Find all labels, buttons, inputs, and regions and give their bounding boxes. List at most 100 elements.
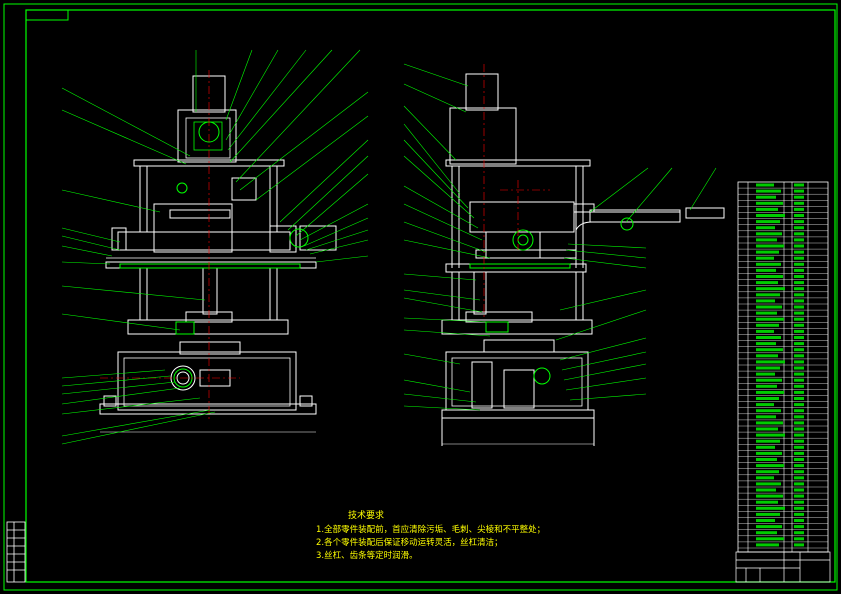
parts-list-material-cell — [794, 354, 804, 358]
parts-list-material-cell — [794, 262, 804, 266]
parts-list-material-cell — [794, 207, 804, 211]
parts-list-name-cell — [756, 250, 779, 254]
parts-list-material-cell — [794, 183, 804, 187]
parts-list-name-cell — [756, 543, 779, 547]
margin-stamp-box — [6, 521, 26, 583]
parts-list-name-cell — [756, 305, 782, 309]
parts-list-name-cell — [756, 201, 783, 205]
parts-list-name-cell — [756, 287, 785, 291]
parts-list-name-cell — [756, 451, 782, 455]
parts-list-material-cell — [794, 525, 804, 529]
parts-list-name-cell — [756, 506, 785, 510]
front-view-centerlines — [100, 70, 240, 420]
parts-list-material-cell — [794, 250, 804, 254]
parts-list-material-cell — [794, 415, 804, 419]
parts-list-material-cell — [794, 195, 804, 199]
parts-list-name-cell — [756, 525, 782, 529]
parts-list-name-cell — [756, 500, 778, 504]
parts-list-name-cell — [756, 207, 778, 211]
parts-list-name-cell — [756, 195, 776, 199]
parts-list-name-cell — [756, 293, 780, 297]
side-view-leaders — [403, 63, 717, 411]
parts-list-name-cell — [756, 354, 778, 358]
parts-list-name-cell — [756, 275, 783, 278]
parts-list-name-cell — [756, 372, 775, 376]
parts-list-material-cell — [794, 256, 804, 260]
side-view-green-details — [469, 217, 634, 385]
parts-list-name-cell — [756, 366, 780, 370]
parts-list-material-cell — [794, 476, 804, 480]
parts-list-name-cell — [756, 317, 784, 321]
parts-list-material-cell — [794, 421, 804, 425]
parts-list-name-cell — [756, 409, 781, 413]
drawing-frame — [3, 3, 838, 591]
parts-list-name-cell — [756, 537, 784, 541]
parts-list-material-cell — [794, 323, 804, 327]
parts-list-material-cell — [794, 531, 804, 535]
parts-list-material-cell — [794, 214, 804, 217]
parts-list-name-cell — [756, 360, 785, 364]
parts-list-material-cell — [794, 519, 804, 522]
parts-list-material-cell — [794, 220, 804, 224]
parts-list-name-cell — [756, 262, 781, 266]
parts-list-material-cell — [794, 439, 804, 443]
parts-list-material-cell — [794, 336, 804, 339]
parts-list-material-cell — [794, 433, 804, 437]
parts-list-name-cell — [756, 281, 778, 285]
parts-list-name-cell — [756, 183, 774, 187]
parts-list-material-cell — [794, 348, 804, 352]
parts-list-name-cell — [756, 482, 781, 486]
front-view-leaders — [61, 49, 369, 445]
parts-list-name-cell — [756, 421, 783, 425]
parts-list-name-cell — [756, 214, 785, 217]
parts-list-name-cell — [756, 238, 777, 242]
parts-list-name-cell — [756, 342, 776, 346]
parts-list-material-cell — [794, 482, 804, 486]
parts-list-name-cell — [756, 311, 777, 315]
parts-list-material-cell — [794, 311, 804, 315]
parts-list-material-cell — [794, 512, 804, 516]
parts-list-name-cell — [756, 323, 779, 327]
parts-list-material-cell — [794, 390, 804, 394]
parts-list-material-cell — [794, 232, 804, 236]
side-view — [441, 73, 725, 446]
parts-list-material-cell — [794, 293, 804, 297]
technical-requirements-title: 技术要求 — [348, 511, 385, 521]
parts-list-material-cell — [794, 226, 804, 230]
parts-list-name-cell — [756, 244, 784, 248]
front-view — [99, 75, 337, 433]
parts-list-name-cell — [756, 470, 779, 474]
parts-list-material-cell — [794, 458, 804, 461]
parts-list-material-cell — [794, 543, 804, 547]
parts-list-name-cell — [756, 268, 776, 272]
parts-list-material-cell — [794, 244, 804, 248]
parts-list-material-cell — [794, 189, 804, 193]
parts-list-material-cell — [794, 470, 804, 474]
parts-list-material-cell — [794, 268, 804, 272]
parts-list-name-cell — [756, 348, 783, 352]
parts-list-table — [737, 181, 829, 553]
parts-list-name-cell — [756, 476, 774, 480]
parts-list-name-cell — [756, 378, 782, 382]
parts-list-material-cell — [794, 342, 804, 346]
parts-list-material-cell — [794, 366, 804, 370]
parts-list-name-cell — [756, 519, 775, 522]
parts-list-name-cell — [756, 329, 774, 333]
parts-list-name-cell — [756, 220, 780, 224]
parts-list-name-cell — [756, 403, 774, 407]
parts-list-name-cell — [756, 390, 784, 394]
parts-list-material-cell — [794, 281, 804, 285]
parts-list-name-cell — [756, 445, 775, 449]
parts-list-material-cell — [794, 317, 804, 321]
title-block — [735, 551, 831, 583]
parts-list-material-cell — [794, 305, 804, 309]
parts-list-material-cell — [794, 506, 804, 510]
parts-list-material-cell — [794, 451, 804, 455]
parts-list-material-cell — [794, 238, 804, 242]
parts-list-name-cell — [756, 384, 777, 388]
parts-list-name-cell — [756, 232, 782, 236]
parts-list-material-cell — [794, 275, 804, 278]
parts-list-material-cell — [794, 494, 804, 498]
parts-list-name-cell — [756, 397, 779, 400]
parts-list-name-cell — [756, 299, 775, 303]
